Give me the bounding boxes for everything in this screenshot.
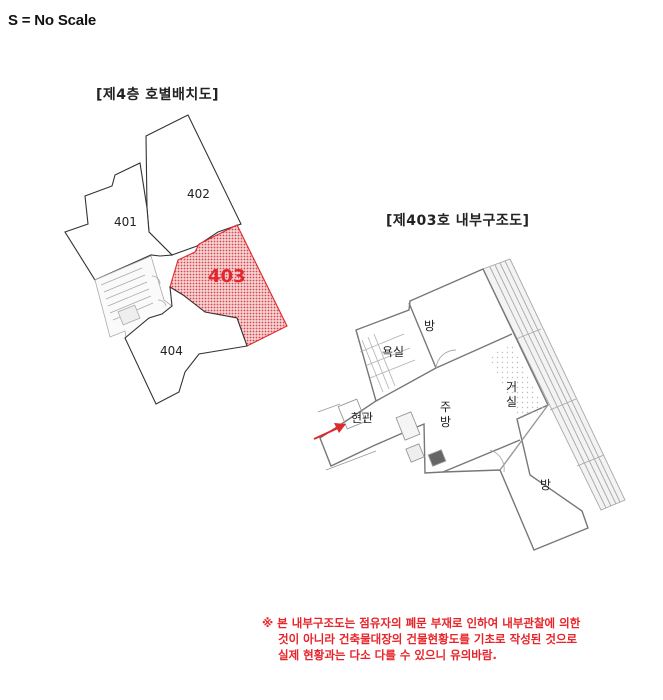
disclaimer-note: ※ 본 내부구조도는 점유자의 폐문 부재로 인하여 내부관찰에 의한 것이 아… [262, 615, 662, 663]
bathroom-fixtures [359, 333, 416, 393]
room-label-bathroom: 욕실 [382, 345, 404, 359]
scale-note: S = No Scale [8, 12, 97, 29]
unit-404-outline [124, 285, 248, 405]
room-label-living-1: 거 [506, 380, 517, 394]
balcony [482, 258, 626, 511]
floor-plan-title: [제4층 호별배치도] [96, 87, 220, 103]
unit-label-403: 403 [208, 266, 246, 287]
floor-plan [64, 114, 288, 405]
entrance-area [317, 398, 377, 471]
kitchen-fixtures [395, 411, 447, 467]
room-label-kitchen-1: 주 [440, 400, 451, 414]
unit-label-402: 402 [187, 187, 210, 201]
room-label-bedroom-2: 방 [540, 478, 551, 492]
entrance-arrow-icon [313, 423, 346, 440]
disclaimer-line-3: 실제 현황과는 다소 다를 수 있으니 유의바람. [278, 648, 497, 662]
unit-plan-title: [제403호 내부구조도] [386, 213, 530, 229]
unit-label-401: 401 [114, 215, 137, 229]
room-labels: 방 욕실 현관 주 방 거 실 방 [351, 319, 551, 492]
room-label-entrance: 현관 [351, 411, 373, 425]
unit-401-outline [64, 162, 174, 281]
disclaimer-line-1: ※ 본 내부구조도는 점유자의 폐문 부재로 인하여 내부관찰에 의한 [262, 616, 581, 630]
unit-label-404: 404 [160, 344, 183, 358]
room-label-living-2: 실 [506, 395, 517, 409]
unit-plan [317, 258, 626, 551]
room-label-bedroom-1: 방 [424, 319, 435, 333]
room-label-kitchen-2: 방 [440, 415, 451, 429]
disclaimer-line-2: 것이 아니라 건축물대장의 건물현황도를 기초로 작성된 것으로 [278, 632, 578, 646]
